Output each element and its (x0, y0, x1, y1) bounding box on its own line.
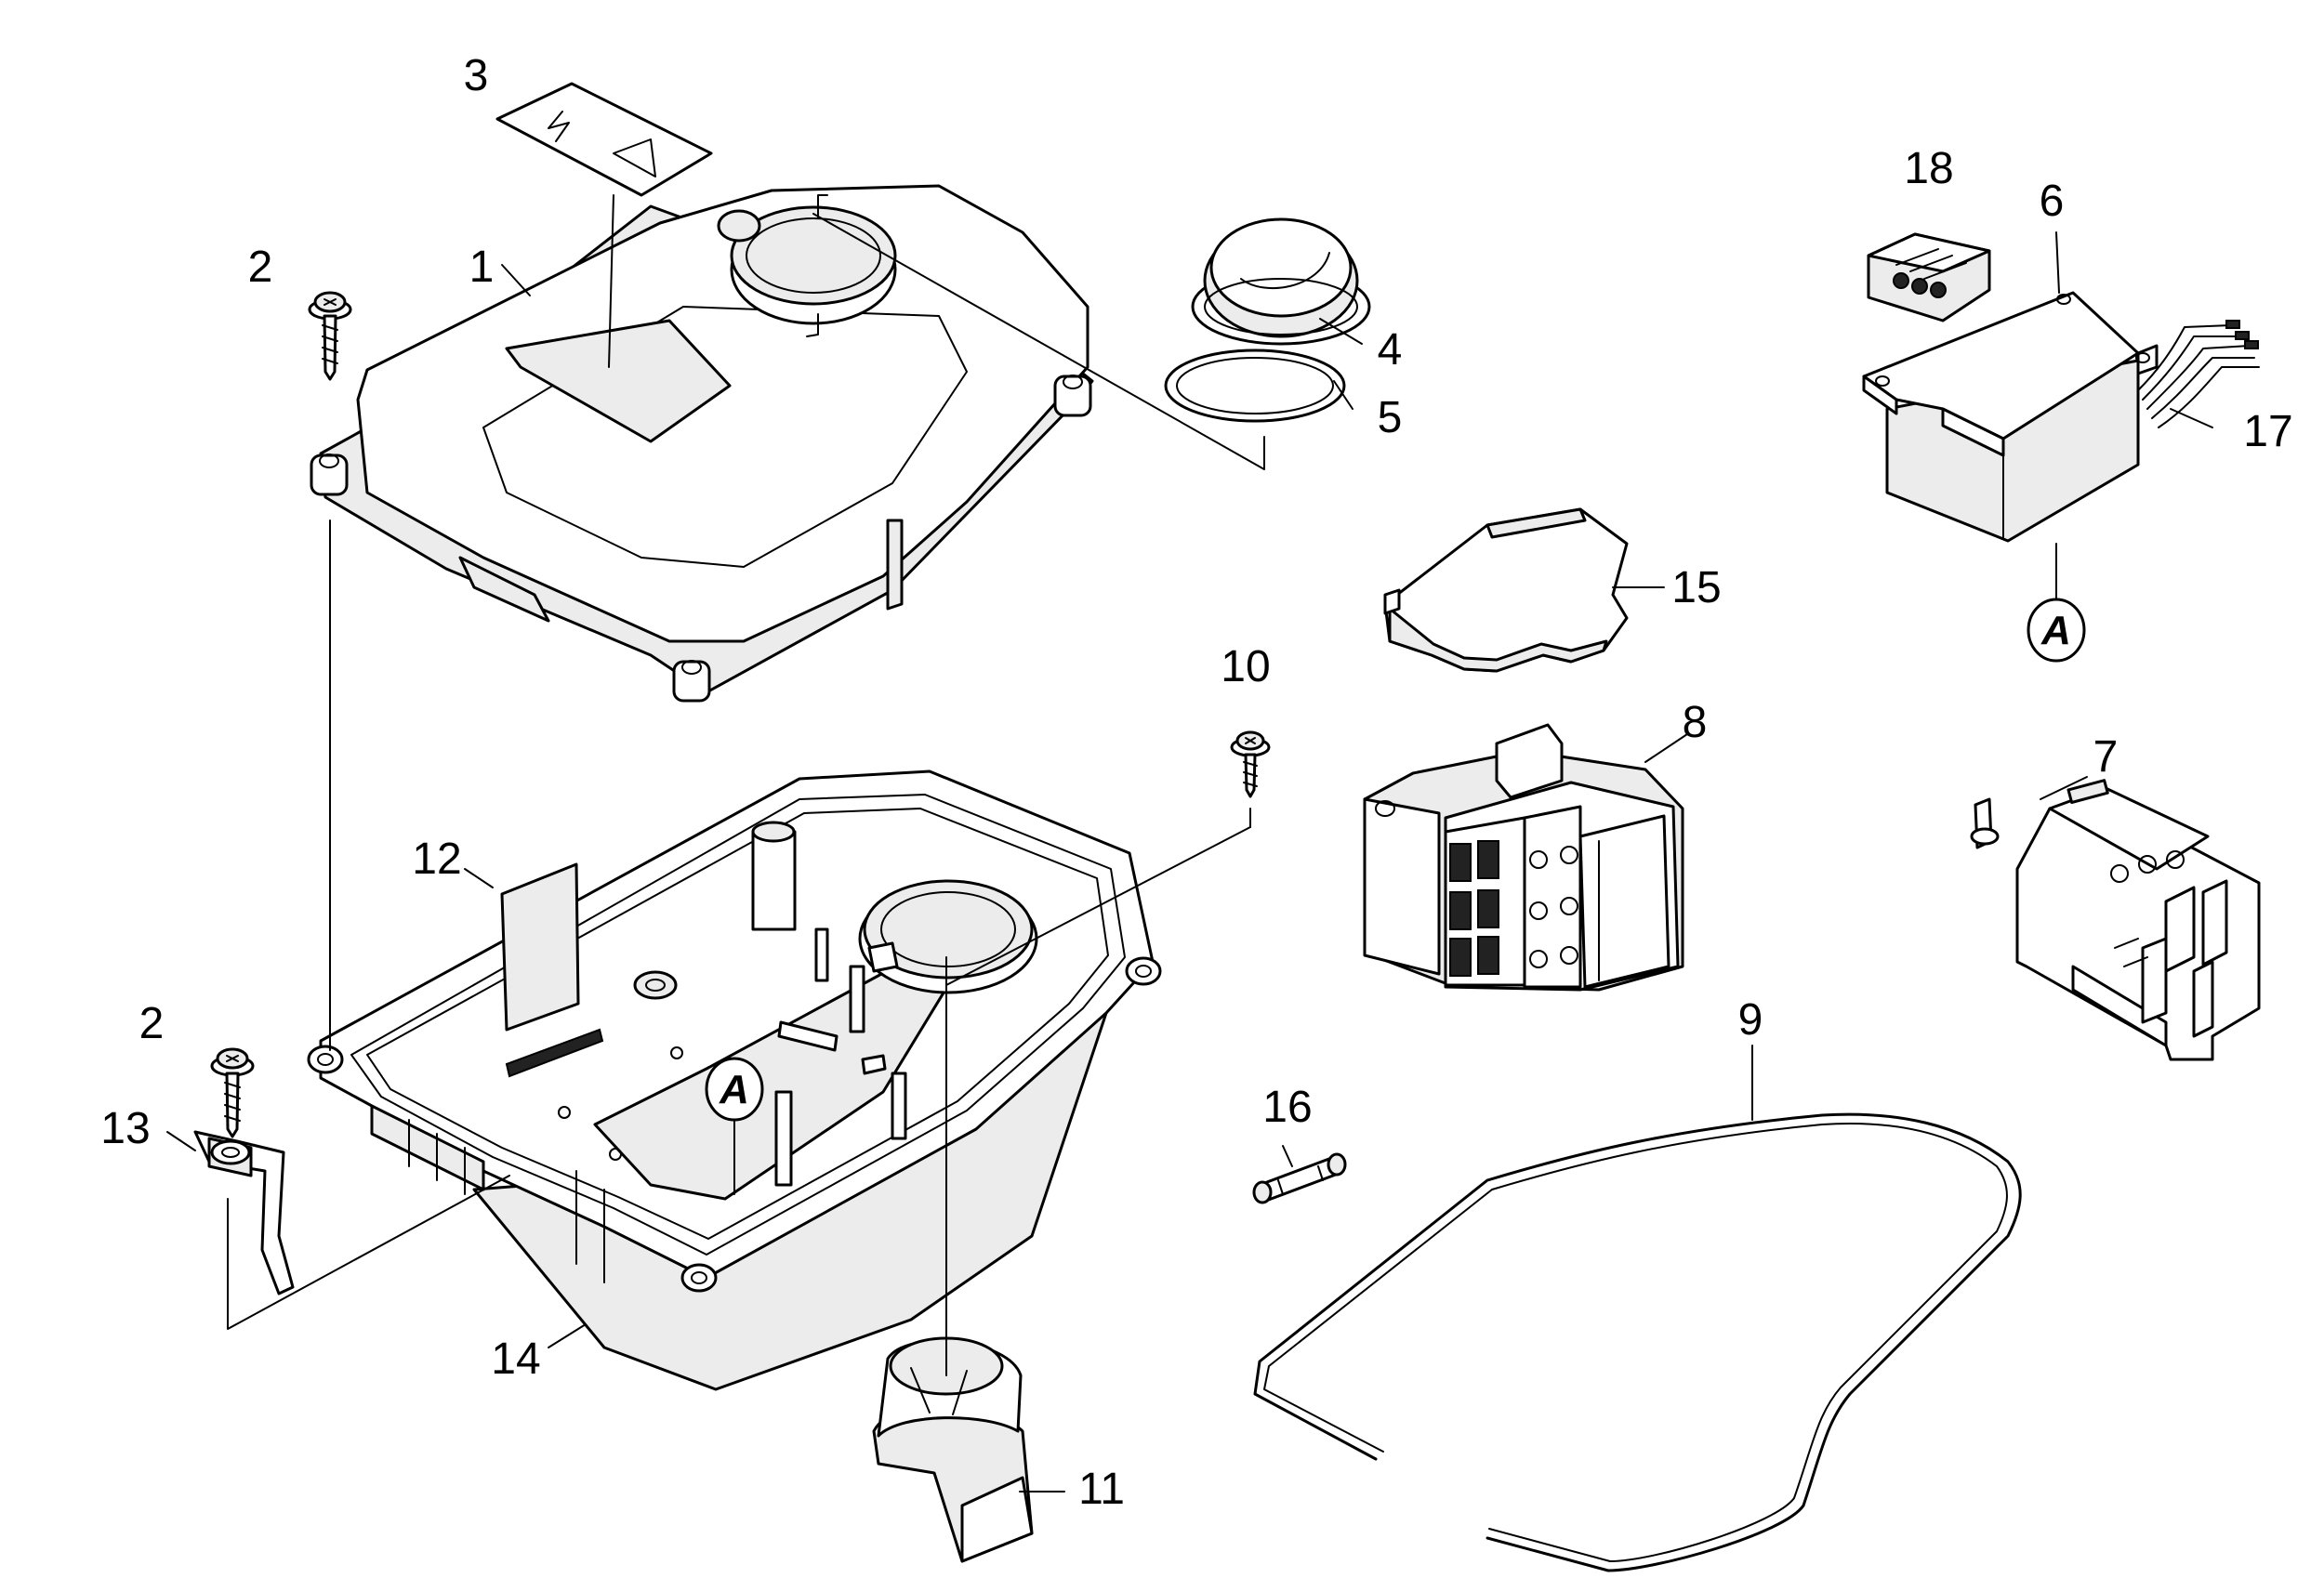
part-5-o-ring (1164, 348, 1346, 423)
part-6-capacitor-box (1862, 291, 2159, 543)
callout-16: 16 (1262, 1083, 1312, 1132)
callout-11: 11 (1078, 1465, 1125, 1514)
callout-10: 10 (1221, 642, 1270, 691)
callout-numbers: 1 2 2 3 4 5 6 7 8 9 10 11 12 13 14 15 16… (100, 51, 2292, 1514)
marker-a-letter: A (719, 1067, 749, 1112)
marker-a-letter: A (2040, 608, 2071, 653)
assembly-lines (227, 213, 2057, 1376)
callout-2-upper: 2 (248, 243, 273, 292)
callout-leaders (166, 194, 2213, 1493)
connection-marker-a-housing: A (705, 1057, 764, 1122)
part-14-housing-base (307, 769, 1162, 1391)
lightning-icon (548, 111, 570, 142)
callout-13: 13 (100, 1104, 150, 1153)
part-2-screw-lower (210, 1047, 255, 1138)
warning-triangle-icon (613, 138, 656, 178)
callout-9: 9 (1738, 995, 1763, 1045)
part-16-fuse (1252, 1152, 1347, 1204)
part-15-insulating-plate (1383, 507, 1629, 673)
part-2-screw-upper (308, 291, 352, 381)
callout-17: 17 (2243, 407, 2292, 456)
callout-18: 18 (1904, 144, 1953, 193)
callout-12: 12 (412, 835, 461, 884)
part-4-cap (1191, 217, 1371, 346)
callout-7: 7 (2093, 732, 2119, 782)
part-17-wire-leads (2137, 320, 2260, 428)
callout-1: 1 (469, 243, 495, 292)
part-12-label-plate (500, 862, 580, 1032)
callout-3: 3 (464, 51, 489, 100)
callout-14: 14 (491, 1335, 540, 1384)
part-8-contactor (1363, 723, 1684, 992)
part-18-connector-clip (1867, 232, 1991, 322)
part-11-outlet-nozzle (872, 1336, 1034, 1563)
part-7-terminal-block (1970, 779, 2261, 1061)
part-3-warning-label (495, 82, 713, 197)
callout-8: 8 (1683, 698, 1708, 747)
callout-2-lower: 2 (139, 999, 165, 1048)
callout-5: 5 (1378, 393, 1403, 442)
part-1-housing-cover (310, 184, 1094, 703)
callout-6: 6 (2040, 177, 2065, 226)
connection-marker-a-capacitor: A (2027, 598, 2086, 663)
callout-15: 15 (1671, 563, 1721, 612)
part-10-screw (1230, 730, 1271, 798)
part-9-sealing-cord (1253, 1112, 2022, 1572)
part-13-clamp-bracket (193, 1130, 295, 1295)
callout-4: 4 (1378, 325, 1403, 375)
